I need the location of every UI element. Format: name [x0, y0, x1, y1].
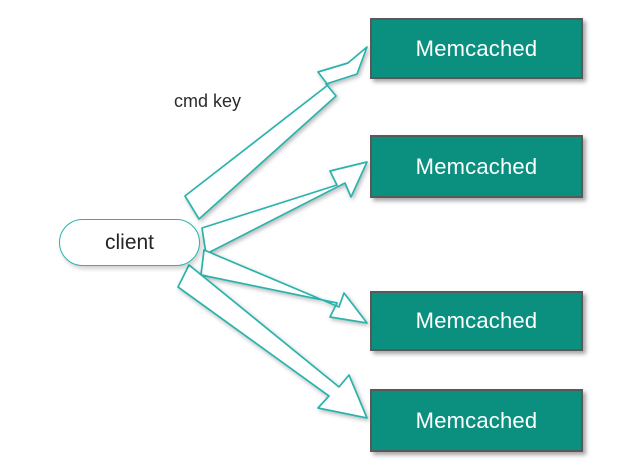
memcached-node-2[interactable]: Memcached — [370, 135, 583, 198]
client-node[interactable]: client — [59, 219, 200, 266]
arrow-client-to-memcached-3 — [200, 249, 368, 324]
memcached-node-3-label: Memcached — [415, 308, 538, 333]
edge-label-cmd-key: cmd key — [174, 91, 242, 111]
arrow-client-to-memcached-1 — [184, 46, 368, 220]
memcached-node-1-label: Memcached — [415, 35, 538, 61]
memcached-node-4-label: Memcached — [415, 407, 538, 433]
arrow-client-to-memcached-4 — [177, 264, 368, 419]
memcached-node-3[interactable]: Memcached — [370, 291, 583, 351]
arrow-client-to-memcached-2 — [201, 161, 368, 255]
memcached-node-1[interactable]: Memcached — [370, 18, 583, 79]
memcached-node-4[interactable]: Memcached — [370, 389, 583, 452]
memcached-node-2-label: Memcached — [415, 153, 538, 179]
client-node-label: client — [104, 231, 155, 254]
